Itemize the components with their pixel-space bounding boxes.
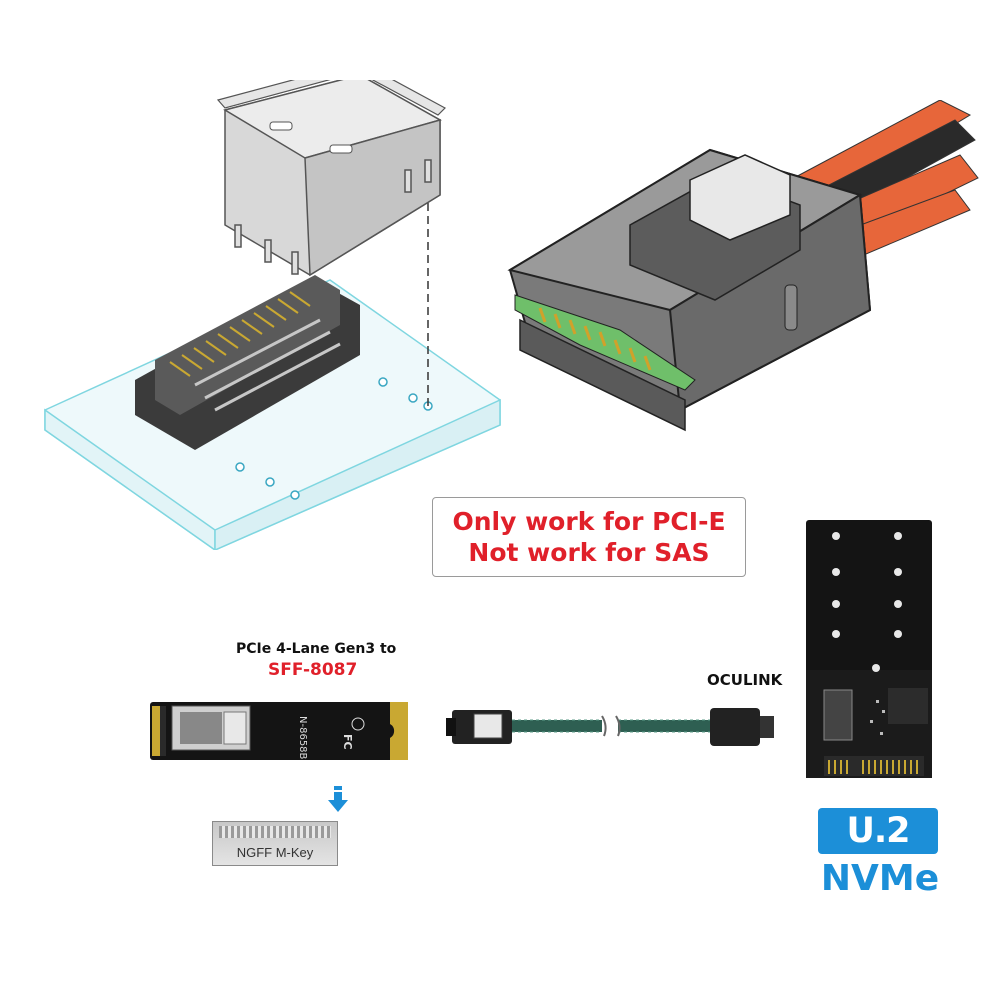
arrow-down-icon xyxy=(328,786,348,812)
oculink-label: OCULINK xyxy=(707,671,783,689)
ngff-m-key-connector: NGFF M-Key xyxy=(212,821,338,866)
adapter-title: PCIe 4-Lane Gen3 to xyxy=(236,641,397,657)
warning-line-2: Not work for SAS xyxy=(468,538,710,567)
part-mark: N-8658B xyxy=(297,716,308,760)
connector-teeth xyxy=(219,826,331,838)
adapter-subtitle: SFF-8087 xyxy=(268,660,358,680)
nvme-label: NVMe xyxy=(820,858,940,899)
u2-badge: U.2 xyxy=(818,808,938,854)
sff-plug-illustration xyxy=(507,100,979,432)
compatibility-warning-box: Only work for PCI-E Not work for SAS xyxy=(432,497,746,577)
ngff-label: NGFF M-Key xyxy=(236,845,314,860)
sff-to-oculink-cable xyxy=(446,708,774,746)
svg-text:FC: FC xyxy=(341,734,354,750)
connector-cage-illustration xyxy=(44,80,501,550)
warning-line-1: Only work for PCI-E xyxy=(452,507,726,536)
u2-adapter-board xyxy=(806,520,932,778)
m2-adapter-card: N-8658B FC xyxy=(150,702,408,760)
